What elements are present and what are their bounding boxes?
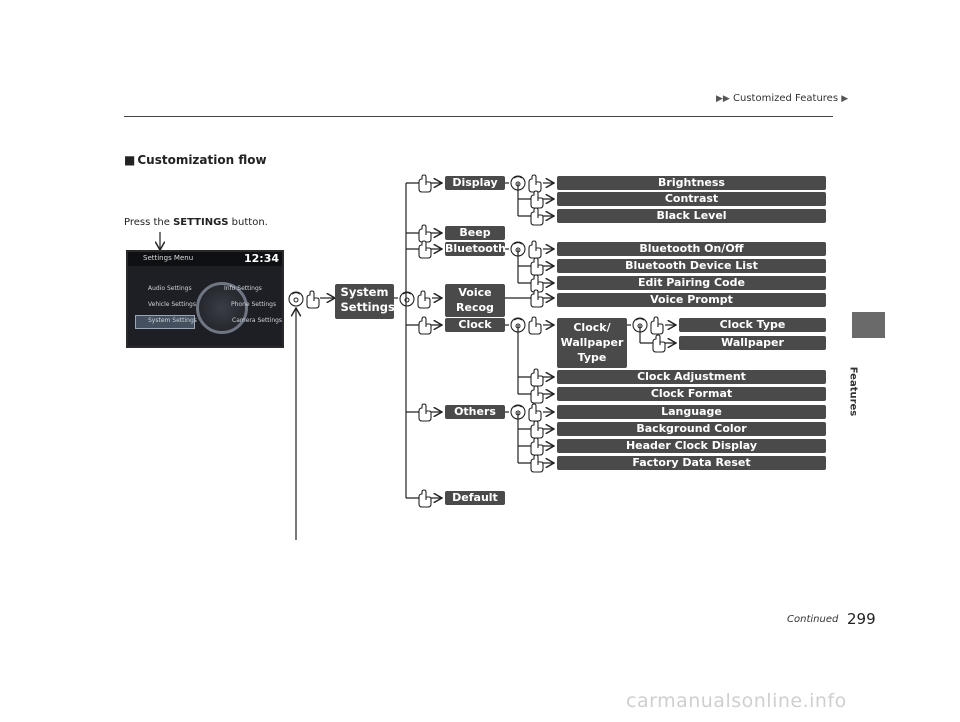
screen-item-phone: Phone Settings [231,301,277,308]
breadcrumb: ▶▶ Customized Features ▶ [716,93,848,104]
rotate-icon [399,291,415,307]
factory-data-reset-box: Factory Data Reset [557,456,826,470]
beep-box: Beep [445,226,505,240]
system-settings-box: System Settings [335,284,395,319]
arrow-icon: ▶ [841,94,849,104]
page-number: 299 [847,610,876,628]
selected-item-highlight [135,315,195,329]
screen-item-audio: Audio Settings [148,285,192,292]
voice-recog-label: Voice Recog [456,286,494,314]
voice-prompt-box: Voice Prompt [557,293,826,307]
screen-clock: 12:34 [243,252,279,265]
arrow-icon: ▶▶ [716,94,730,104]
section-tab [852,312,885,338]
continued-label: Continued [787,614,839,625]
screen-item-info: Info Settings [224,285,262,292]
tap-icon [417,290,431,309]
edit-pairing-code-box: Edit Pairing Code [557,276,826,290]
breadcrumb-label: Customized Features [733,93,839,104]
screen-item-camera: Camera Settings [232,317,283,324]
voice-recog-box: Voice Recog [445,284,505,317]
bluetooth-onoff-box: Bluetooth On/Off [557,242,826,256]
instruction-suffix: button. [228,217,268,228]
instruction-prefix: Press the [124,217,174,228]
wallpaper-box: Wallpaper [679,336,826,350]
contrast-box: Contrast [557,192,826,206]
rotate-icon [288,291,304,307]
screen-top-bar [128,252,282,266]
bluetooth-device-list-box: Bluetooth Device List [557,259,826,273]
others-box: Others [445,405,505,419]
header-clock-display-box: Header Clock Display [557,439,826,453]
screen-item-vehicle: Vehicle Settings [148,301,196,308]
clock-format-box: Clock Format [557,387,826,401]
clock-adjustment-box: Clock Adjustment [557,370,826,384]
clock-wallpaper-type-label: Clock/ Wallpaper Type [560,321,624,364]
instruction-button-name: SETTINGS [173,217,229,228]
section-title-text: Customization flow [137,153,267,167]
clock-wallpaper-type-box: Clock/ Wallpaper Type [557,318,627,368]
screen-item-system: System Settings [148,317,197,324]
settings-screen: Settings Menu 12:34 Audio Settings Info … [126,250,284,348]
screen-title: Settings Menu [143,254,194,262]
system-settings-label: System Settings [340,285,395,314]
square-bullet-icon: ■ [124,153,136,167]
clock-box: Clock [445,318,505,332]
tap-icon [306,290,320,309]
brightness-box: Brightness [557,176,826,190]
display-box: Display [445,176,505,190]
bluetooth-box: Bluetooth [445,242,506,256]
section-title: ■Customization flow [124,153,267,167]
default-box: Default [445,491,505,505]
dial-knob [196,282,248,334]
background-color-box: Background Color [557,422,826,436]
black-level-box: Black Level [557,209,826,223]
header-rule [124,116,833,117]
clock-type-box: Clock Type [679,318,826,332]
watermark: carmanualsonline.info [626,690,847,712]
language-box: Language [557,405,826,419]
instruction-text: Press the SETTINGS button. [124,217,268,228]
